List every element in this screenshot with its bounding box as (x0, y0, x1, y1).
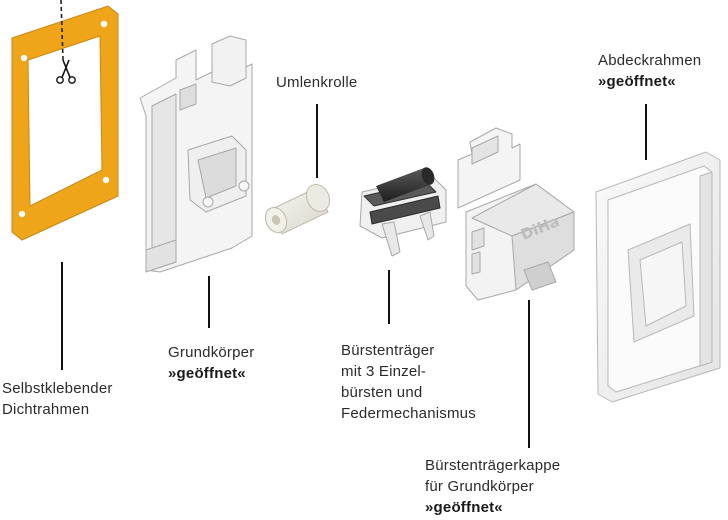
label-kappe: Bürstenträgerkappe für Grundkörper »geöf… (425, 455, 560, 518)
gasket-frame (12, 6, 118, 240)
base-body (140, 36, 252, 272)
label-grundkoerper: Grundkörper »geöffnet« (168, 342, 254, 384)
label-abdeckrahmen: Abdeckrahmen »geöffnet« (598, 50, 701, 92)
brush-holder-cap (458, 128, 574, 300)
label-selbstklebender: Selbstklebender Dichtrahmen (2, 378, 113, 420)
deflection-roller (261, 181, 333, 236)
cover-frame (596, 152, 720, 402)
label-umlenkrolle: Umlenkrolle (276, 72, 357, 93)
label-buerstentraeger: Bürstenträger mit 3 Einzel- bürsten und … (341, 340, 476, 424)
